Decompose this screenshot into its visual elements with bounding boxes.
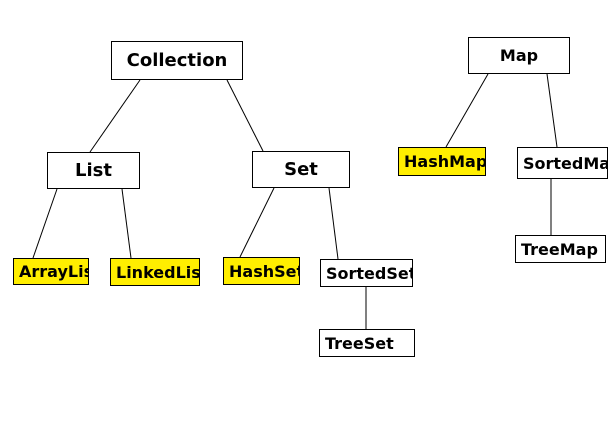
edge-map-hashmap [445,73,489,148]
node-treemap: TreeMap [515,235,606,263]
node-map: Map [468,37,570,74]
node-sortedmap: SortedMap [517,147,608,179]
edge-set-hashset [239,187,275,258]
node-arraylist: ArrayList [13,258,89,285]
node-treeset: TreeSet [319,329,415,357]
node-collection: Collection [111,41,243,80]
node-set: Set [252,151,350,188]
edge-collection-list [89,79,141,153]
edge-set-sortedset [328,187,339,260]
node-hashmap: HashMap [398,147,486,176]
edge-list-arraylist [32,188,58,259]
edge-map-sortedmap [546,73,558,148]
edge-list-linkedlist [121,188,132,259]
edge-collection-set [226,79,264,152]
node-hashset: HashSet [223,257,300,285]
node-list: List [47,152,140,189]
node-linkedlist: LinkedList [110,258,200,286]
node-sortedset: SortedSet [320,259,413,287]
